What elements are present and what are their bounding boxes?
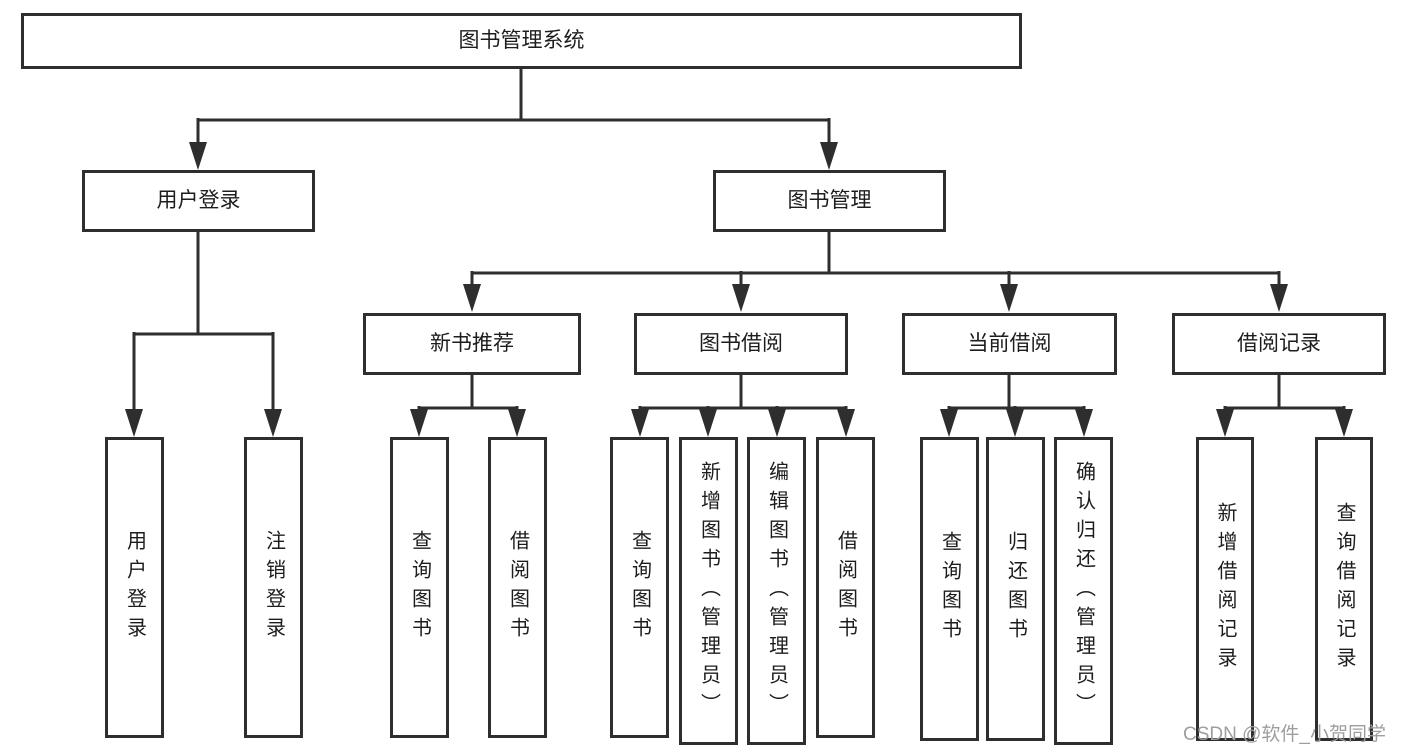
leaf-borrow-books-recommend: 借阅图书 <box>488 437 547 738</box>
leaf-user-login: 用户登录 <box>105 437 164 738</box>
leaf-query-books-borrowing: 查询图书 <box>610 437 669 738</box>
leaf-logout: 注销登录 <box>244 437 303 738</box>
node-borrowing-records: 借阅记录 <box>1172 313 1386 375</box>
leaf-confirm-return-admin: 确认归还（管理员） <box>1054 437 1113 745</box>
leaf-edit-books-admin: 编辑图书（管理员） <box>747 437 806 745</box>
node-user-login-branch: 用户登录 <box>82 170 315 232</box>
csdn-watermark: CSDN @软件_小贺同学 <box>1183 724 1386 745</box>
leaf-query-books-recommend: 查询图书 <box>390 437 449 738</box>
leaf-add-borrow-record: 新增借阅记录 <box>1196 437 1254 741</box>
leaf-query-borrow-record: 查询借阅记录 <box>1315 437 1373 741</box>
node-library-management-system: 图书管理系统 <box>21 13 1022 69</box>
node-book-management-branch: 图书管理 <box>713 170 946 232</box>
arrowheads <box>125 142 1353 437</box>
leaf-query-books-current: 查询图书 <box>920 437 979 741</box>
node-current-borrowing: 当前借阅 <box>902 313 1117 375</box>
node-new-book-recommend: 新书推荐 <box>363 313 581 375</box>
node-book-borrowing: 图书借阅 <box>634 313 848 375</box>
leaf-return-books: 归还图书 <box>986 437 1045 741</box>
leaf-borrow-books: 借阅图书 <box>816 437 875 738</box>
leaf-add-books-admin: 新增图书（管理员） <box>679 437 738 745</box>
